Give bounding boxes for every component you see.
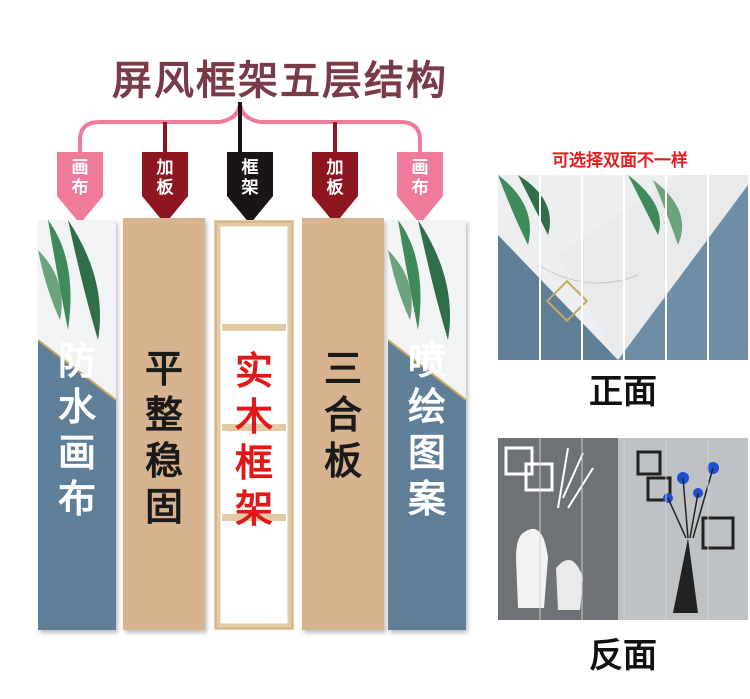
arrow-label: 画布	[71, 158, 89, 198]
layer-label-plywood-left: 平整稳固	[144, 347, 183, 529]
leaf-art	[38, 220, 116, 630]
layer-label-print: 喷绘图案	[407, 339, 446, 521]
arrow-label: 加板	[156, 158, 174, 198]
arrow-frame: 框架	[223, 152, 277, 226]
front-label: 正面	[589, 372, 657, 412]
page-title: 屏风框架五层结构	[112, 58, 448, 104]
arrow-label: 画布	[411, 158, 429, 198]
arrow-board-right: 加板	[308, 152, 362, 226]
back-label: 反面	[589, 636, 657, 676]
leaf-art	[388, 220, 466, 630]
wood-frame: 实木框架	[211, 217, 297, 633]
arrow-label: 框架	[241, 158, 259, 198]
front-screen-image	[498, 175, 748, 360]
layer-label-frame: 实木框架	[234, 349, 273, 531]
back-screen-image	[498, 438, 748, 620]
arrow-canvas-right: 画布	[393, 152, 447, 226]
plywood-panel-left: 平整稳固	[123, 218, 205, 630]
arrow-canvas-left: 画布	[53, 152, 107, 226]
arrow-board-left: 加板	[138, 152, 192, 226]
layer-label-plywood-right: 三合板	[323, 347, 362, 483]
bracket-connector	[78, 101, 422, 158]
arrow-label: 加板	[326, 158, 344, 198]
plywood-panel-right: 三合板	[302, 218, 384, 630]
canvas-panel-left: 防水画布	[38, 220, 116, 630]
layer-label-canvas: 防水画布	[57, 339, 96, 521]
canvas-panel-right: 喷绘图案	[388, 220, 466, 630]
option-note: 可选择双面不一样	[552, 151, 688, 171]
